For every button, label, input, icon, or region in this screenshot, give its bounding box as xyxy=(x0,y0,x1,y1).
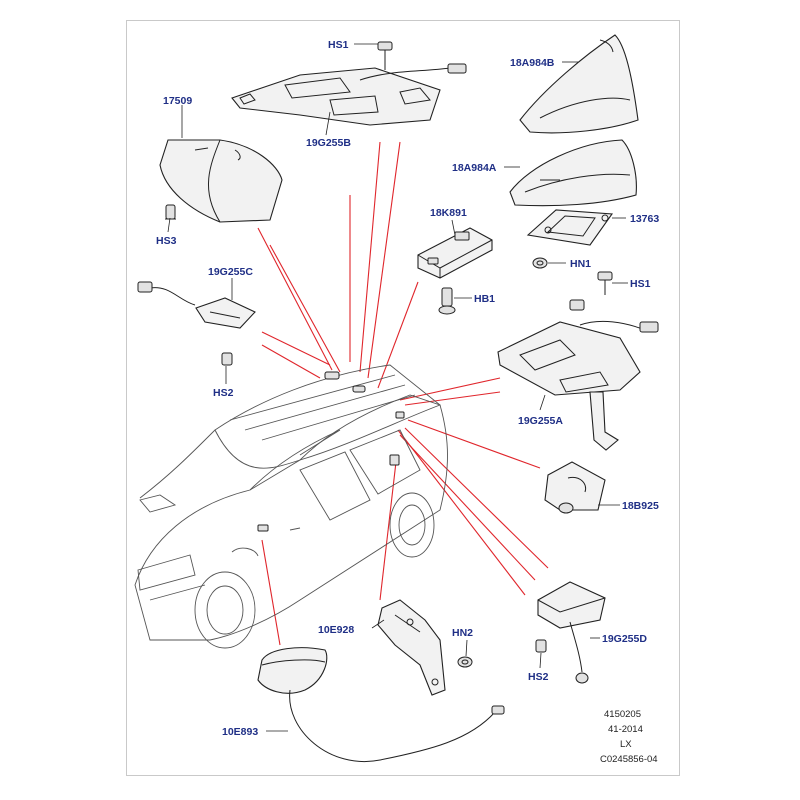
ref-line-1: 4150205 xyxy=(604,709,641,720)
part-19g255a-bracket[interactable] xyxy=(497,299,659,451)
label-leaders xyxy=(167,43,628,732)
label-18b925: 18B925 xyxy=(622,500,659,512)
part-18a984a-antenna-base[interactable] xyxy=(509,139,637,207)
label-17509: 17509 xyxy=(163,95,192,107)
car-mount-markers xyxy=(257,371,405,532)
screw-hs2-left xyxy=(221,352,233,366)
label-hs3: HS3 xyxy=(156,235,177,247)
label-hn2: HN2 xyxy=(452,627,473,639)
label-19g255b: 19G255B xyxy=(306,137,351,149)
part-13763-gasket[interactable] xyxy=(526,209,614,246)
ref-line-2: 41-2014 xyxy=(608,724,643,735)
ref-line-3: LX xyxy=(620,739,632,750)
part-10e893-antenna[interactable] xyxy=(257,647,505,762)
label-hs1-right: HS1 xyxy=(630,278,651,290)
screw-hs1-top xyxy=(377,41,393,70)
part-19g255d-module[interactable] xyxy=(537,581,606,684)
reference-block: 4150205 41-2014 LX C0245856-04 xyxy=(600,709,658,765)
label-19g255a: 19G255A xyxy=(518,415,563,427)
label-18k891: 18K891 xyxy=(430,207,467,219)
label-hn1: HN1 xyxy=(570,258,591,270)
label-18a984a: 18A984A xyxy=(452,162,497,174)
part-19g255b-bracket[interactable] xyxy=(231,63,467,126)
bolt-hb1 xyxy=(438,287,456,315)
label-hs1-top: HS1 xyxy=(328,39,349,51)
part-18k891-module[interactable] xyxy=(417,227,493,279)
label-13763: 13763 xyxy=(630,213,659,225)
part-18a984b-shark-fin-cover[interactable] xyxy=(519,34,639,134)
label-18a984b: 18A984B xyxy=(510,57,555,69)
part-18b925-module[interactable] xyxy=(544,461,606,514)
nut-hn1 xyxy=(532,257,548,269)
label-19g255d: 19G255D xyxy=(602,633,647,645)
screw-hs1-right xyxy=(597,271,613,295)
label-hb1: HB1 xyxy=(474,293,495,305)
part-19g255c-module[interactable] xyxy=(137,281,256,329)
nut-hn2 xyxy=(457,656,473,668)
part-10e928-bracket[interactable] xyxy=(377,599,446,696)
screw-hs3 xyxy=(165,204,176,220)
vehicle-outline xyxy=(134,364,448,649)
part-labels: HS1 17509 19G255B HS3 18A984B 18A984A 13… xyxy=(156,39,659,738)
label-10e928: 10E928 xyxy=(318,624,354,636)
label-hs2-left: HS2 xyxy=(213,387,234,399)
label-10e893: 10E893 xyxy=(222,726,258,738)
label-hs2-bottom: HS2 xyxy=(528,671,549,683)
label-19g255c: 19G255C xyxy=(208,266,253,278)
part-17509-module[interactable] xyxy=(159,139,283,223)
screw-hs2-bottom xyxy=(535,639,547,653)
callout-lines xyxy=(257,141,549,646)
ref-line-4: C0245856-04 xyxy=(600,754,658,765)
